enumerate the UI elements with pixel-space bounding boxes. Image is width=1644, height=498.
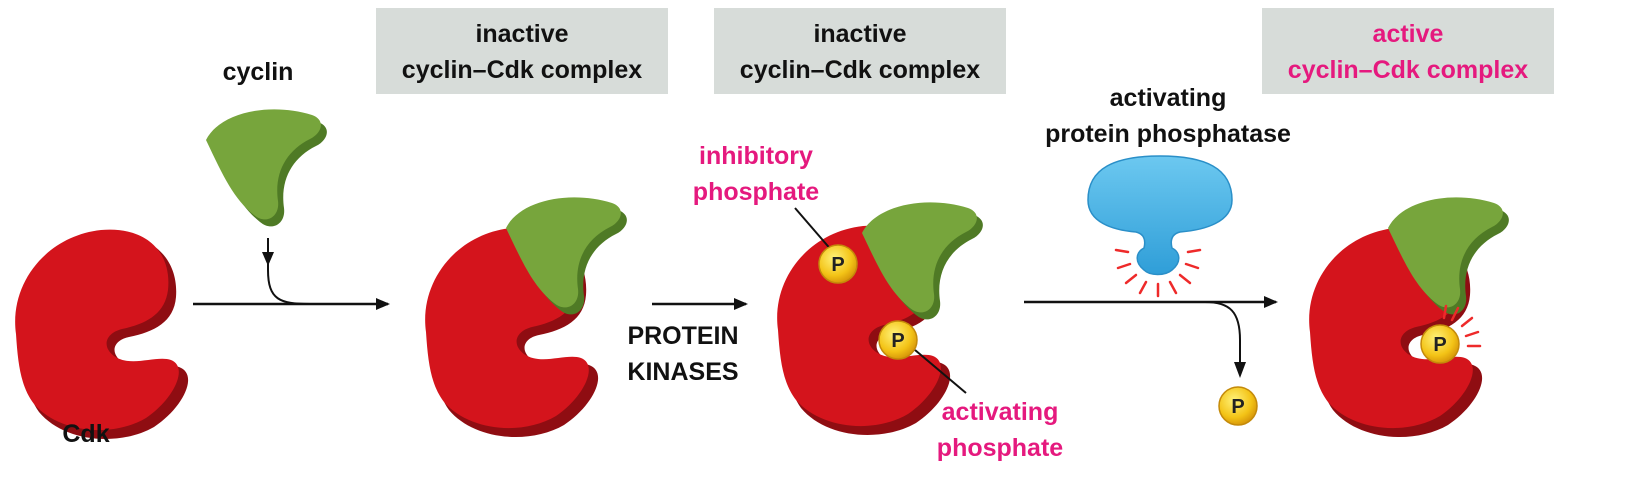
active-phosphate-label: P <box>1433 334 1446 356</box>
label-box-active: active cyclin–Cdk complex <box>1262 8 1554 94</box>
activating-phosphate-label: P <box>891 330 904 352</box>
phosphatase-line1: activating <box>1110 84 1227 112</box>
released-phosphate: P <box>1218 386 1258 426</box>
active-complex <box>1309 197 1509 437</box>
protein-phosphatase <box>1087 155 1233 276</box>
box2-line2: cyclin–Cdk complex <box>740 56 980 84</box>
label-box-inactive-2: inactive cyclin–Cdk complex <box>714 8 1006 94</box>
inhibitory-pointer <box>794 207 834 253</box>
activating-pointer <box>914 349 967 394</box>
inhibitory-phosphate-label: P <box>831 254 844 276</box>
inactive-complex-1 <box>425 197 627 437</box>
phosphatase-arrow <box>1024 296 1278 378</box>
cdk-label: Cdk <box>62 420 109 448</box>
inhibitory-phosphate: P <box>818 244 858 284</box>
box2-line1: inactive <box>813 20 906 48</box>
kinases-line2: KINASES <box>627 358 738 386</box>
box3-line1: active <box>1373 20 1444 48</box>
box3-line2: cyclin–Cdk complex <box>1288 56 1528 84</box>
cyclin-label: cyclin <box>223 58 294 86</box>
inhibitory-line2: phosphate <box>693 178 819 206</box>
activating-phosphate-active: P <box>1420 324 1460 364</box>
cyclin-protein <box>206 109 327 227</box>
label-box-inactive-1: inactive cyclin–Cdk complex <box>376 8 668 94</box>
activating-phosphate: P <box>878 320 918 360</box>
phosphatase-burst <box>1114 248 1202 298</box>
inhibitory-line1: inhibitory <box>699 142 813 170</box>
released-phosphate-label: P <box>1231 396 1244 418</box>
activating-line2: phosphate <box>937 434 1063 462</box>
activating-line1: activating <box>942 398 1059 426</box>
phosphatase-line2: protein phosphatase <box>1045 120 1291 148</box>
active-burst <box>1442 304 1482 348</box>
box1-line2: cyclin–Cdk complex <box>402 56 642 84</box>
box1-line1: inactive <box>475 20 568 48</box>
cdk-protein <box>15 229 189 439</box>
binding-arrow <box>193 238 390 310</box>
kinases-line1: PROTEIN <box>627 322 738 350</box>
